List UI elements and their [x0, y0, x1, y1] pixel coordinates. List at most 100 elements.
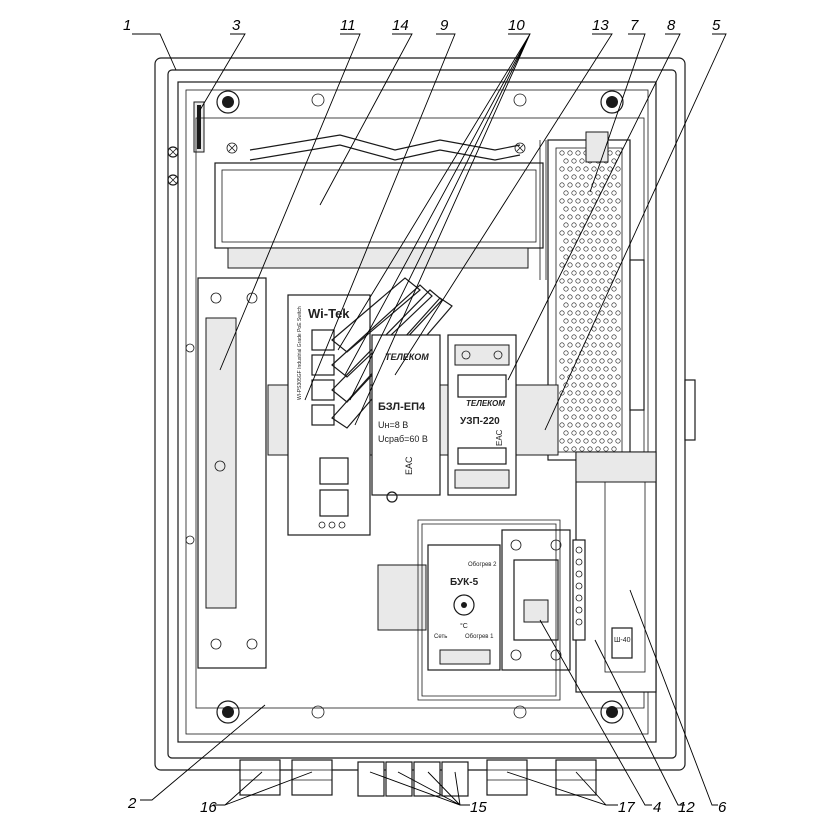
perforation-hole [587, 238, 593, 244]
perforation-hole [595, 446, 601, 452]
perforation-hole [587, 366, 593, 372]
perforation-hole [559, 390, 565, 396]
perforation-hole [583, 294, 589, 300]
leader-lines [132, 33, 727, 806]
perforation-hole [587, 286, 593, 292]
wire-runs [417, 140, 561, 701]
perforation-hole [583, 422, 589, 428]
perforation-hole [615, 198, 621, 204]
perforation-hole [571, 286, 577, 292]
perforation-hole [611, 318, 617, 324]
perforation-hole [599, 310, 605, 316]
perforation-hole [603, 350, 609, 356]
perforation-hole [575, 278, 581, 284]
perforation-hole [579, 158, 585, 164]
callout-13: 13 [592, 17, 609, 34]
perforation-hole [571, 158, 577, 164]
perforation-hole [571, 414, 577, 420]
perforation-hole [567, 166, 573, 172]
perforation-hole [595, 366, 601, 372]
perforation-hole [583, 278, 589, 284]
perforation-hole [595, 318, 601, 324]
perforation-hole [563, 430, 569, 436]
perforation-hole [587, 350, 593, 356]
perforation-hole [615, 246, 621, 252]
perforation-hole [591, 246, 597, 252]
perforation-hole [599, 278, 605, 284]
perforation-hole [591, 310, 597, 316]
callout-8: 8 [667, 17, 676, 34]
perforation-hole [615, 214, 621, 220]
perforation-hole [571, 430, 577, 436]
uzp-brand: ТЕЛЕКОМ [466, 399, 505, 408]
perforation-hole [603, 398, 609, 404]
perforation-hole [591, 198, 597, 204]
perforation-hole [575, 230, 581, 236]
perforation-hole [575, 310, 581, 316]
perforation-hole [579, 286, 585, 292]
perforation-hole [615, 150, 621, 156]
perforation-hole [611, 350, 617, 356]
perforation-hole [611, 446, 617, 452]
perforation-hole [603, 382, 609, 388]
buk-bottom-label: Обогрев 1 [465, 634, 494, 640]
gland [357, 761, 385, 797]
gland [486, 759, 528, 796]
perforation-hole [587, 174, 593, 180]
perforation-hole [603, 270, 609, 276]
perforation-hole [567, 422, 573, 428]
perforation-hole [583, 406, 589, 412]
perforation-hole [559, 182, 565, 188]
perforation-hole [603, 174, 609, 180]
perforation-hole [563, 222, 569, 228]
perforation-hole [615, 390, 621, 396]
buk-name: БУК-5 [450, 577, 479, 588]
perforation-hole [559, 150, 565, 156]
perforation-hole [575, 166, 581, 172]
perforation-hole [595, 382, 601, 388]
callout-14: 14 [392, 17, 409, 34]
perforation-hole [575, 342, 581, 348]
perforation-hole [603, 334, 609, 340]
perforation-hole [603, 446, 609, 452]
perforation-hole [583, 374, 589, 380]
perforation-hole [567, 310, 573, 316]
terminal-block [572, 539, 586, 641]
perforation-hole [579, 366, 585, 372]
callout-9: 9 [440, 17, 449, 34]
perforation-hole [607, 358, 613, 364]
perforation-hole [603, 302, 609, 308]
bzl-eac: EAC [404, 456, 414, 475]
perforation-hole [571, 270, 577, 276]
cable-glands [239, 759, 597, 797]
perforation-hole [587, 318, 593, 324]
perforation-hole [595, 206, 601, 212]
perforation-hole [607, 214, 613, 220]
perforation-hole [595, 350, 601, 356]
perforation-hole [611, 430, 617, 436]
perforation-hole [575, 262, 581, 268]
perforation-hole [575, 422, 581, 428]
perforation-hole [559, 262, 565, 268]
perforation-hole [559, 438, 565, 444]
perforation-hole [611, 398, 617, 404]
switch-model: WI-PS305GF Industrial Grade PoE Switch [297, 306, 303, 400]
perforation-hole [579, 398, 585, 404]
perforation-hole [563, 270, 569, 276]
perforation-hole [571, 350, 577, 356]
perforation-hole [587, 430, 593, 436]
perforation-hole [595, 398, 601, 404]
perforation-hole [567, 326, 573, 332]
perforation-hole [607, 310, 613, 316]
perforation-hole [563, 382, 569, 388]
perforation-hole [595, 174, 601, 180]
perforation-hole [575, 294, 581, 300]
perforation-hole [603, 414, 609, 420]
perforation-hole [595, 334, 601, 340]
perforation-hole [603, 286, 609, 292]
perforation-hole [567, 150, 573, 156]
perforation-hole [603, 366, 609, 372]
perforation-hole [615, 406, 621, 412]
perforation-hole [563, 238, 569, 244]
perforation-hole [615, 182, 621, 188]
